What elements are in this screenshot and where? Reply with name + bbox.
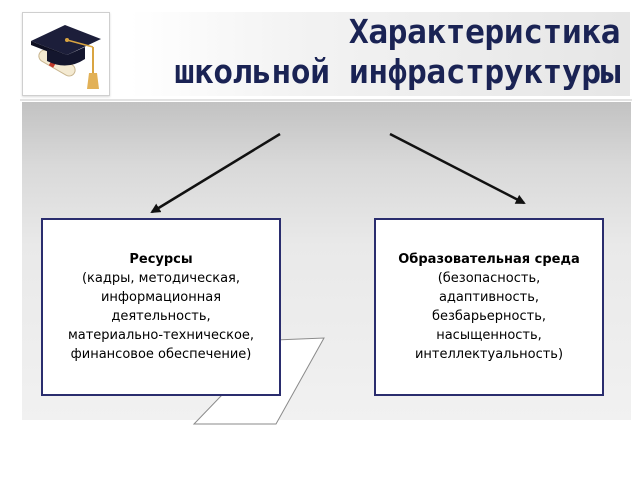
node-resources-line: материально-техническое, bbox=[67, 328, 255, 343]
title-line-1: Характеристика bbox=[348, 12, 621, 51]
node-environment-line: адаптивность, bbox=[438, 290, 540, 305]
node-resources-line: (кадры, методическая, bbox=[81, 271, 241, 286]
node-resources: Ресурсы (кадры, методическая, информацио… bbox=[41, 218, 281, 396]
node-resources-line: информационная bbox=[100, 290, 222, 305]
logo bbox=[22, 12, 110, 96]
graduation-cap-diploma-icon bbox=[31, 25, 101, 89]
arrow-right bbox=[389, 132, 526, 205]
divider bbox=[20, 99, 632, 101]
title-line-2: школьной инфраструктуры bbox=[174, 52, 621, 91]
node-environment: Образовательная среда (безопасность, ада… bbox=[374, 218, 604, 396]
node-environment-line: насыщенность, bbox=[436, 328, 542, 343]
node-environment-heading: Образовательная среда bbox=[398, 252, 580, 267]
node-resources-heading: Ресурсы bbox=[129, 252, 193, 267]
header-band bbox=[20, 12, 630, 96]
node-environment-line: интеллектуальность) bbox=[414, 347, 564, 362]
node-resources-line: финансовое обеспечение) bbox=[70, 347, 252, 362]
node-environment-line: безбарьерность, bbox=[431, 309, 547, 324]
node-environment-line: (безопасность, bbox=[437, 271, 541, 286]
node-resources-line: деятельность, bbox=[111, 309, 211, 324]
page-title: Характеристика школьной инфраструктуры bbox=[150, 12, 621, 92]
arrow-left bbox=[150, 132, 281, 214]
